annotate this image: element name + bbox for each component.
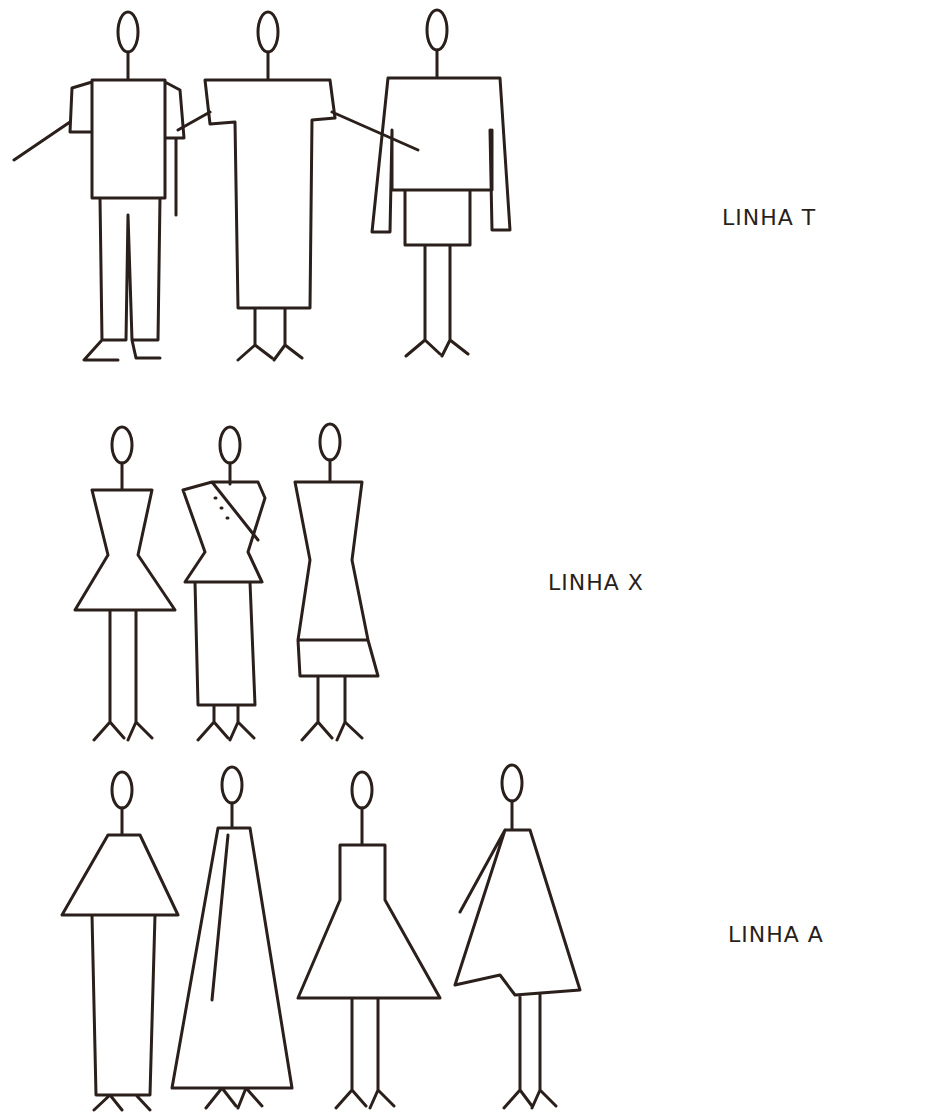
figure-head xyxy=(502,765,522,801)
line-label: LINHA A xyxy=(728,922,824,947)
figure-outline xyxy=(295,460,378,740)
figure-outline xyxy=(178,52,418,360)
figure-head xyxy=(112,772,132,808)
line-label: LINHA X xyxy=(548,570,644,595)
figure-outline xyxy=(372,50,510,356)
figure-head xyxy=(118,12,138,52)
figure-head xyxy=(258,12,278,52)
figure-head xyxy=(112,427,132,463)
figure-outline xyxy=(172,803,292,1108)
figure-head xyxy=(222,767,242,803)
figure-outline xyxy=(183,463,265,740)
figure-outline xyxy=(62,808,178,1110)
figure-outline xyxy=(14,52,184,360)
line-label: LINHA T xyxy=(722,205,816,230)
figure-head xyxy=(352,772,372,808)
figure-head xyxy=(220,427,240,463)
figure-head xyxy=(320,424,340,460)
figure-outline xyxy=(455,801,580,1108)
figure-head xyxy=(427,10,447,50)
figure-outline xyxy=(75,463,175,740)
figure-outline xyxy=(298,808,440,1108)
